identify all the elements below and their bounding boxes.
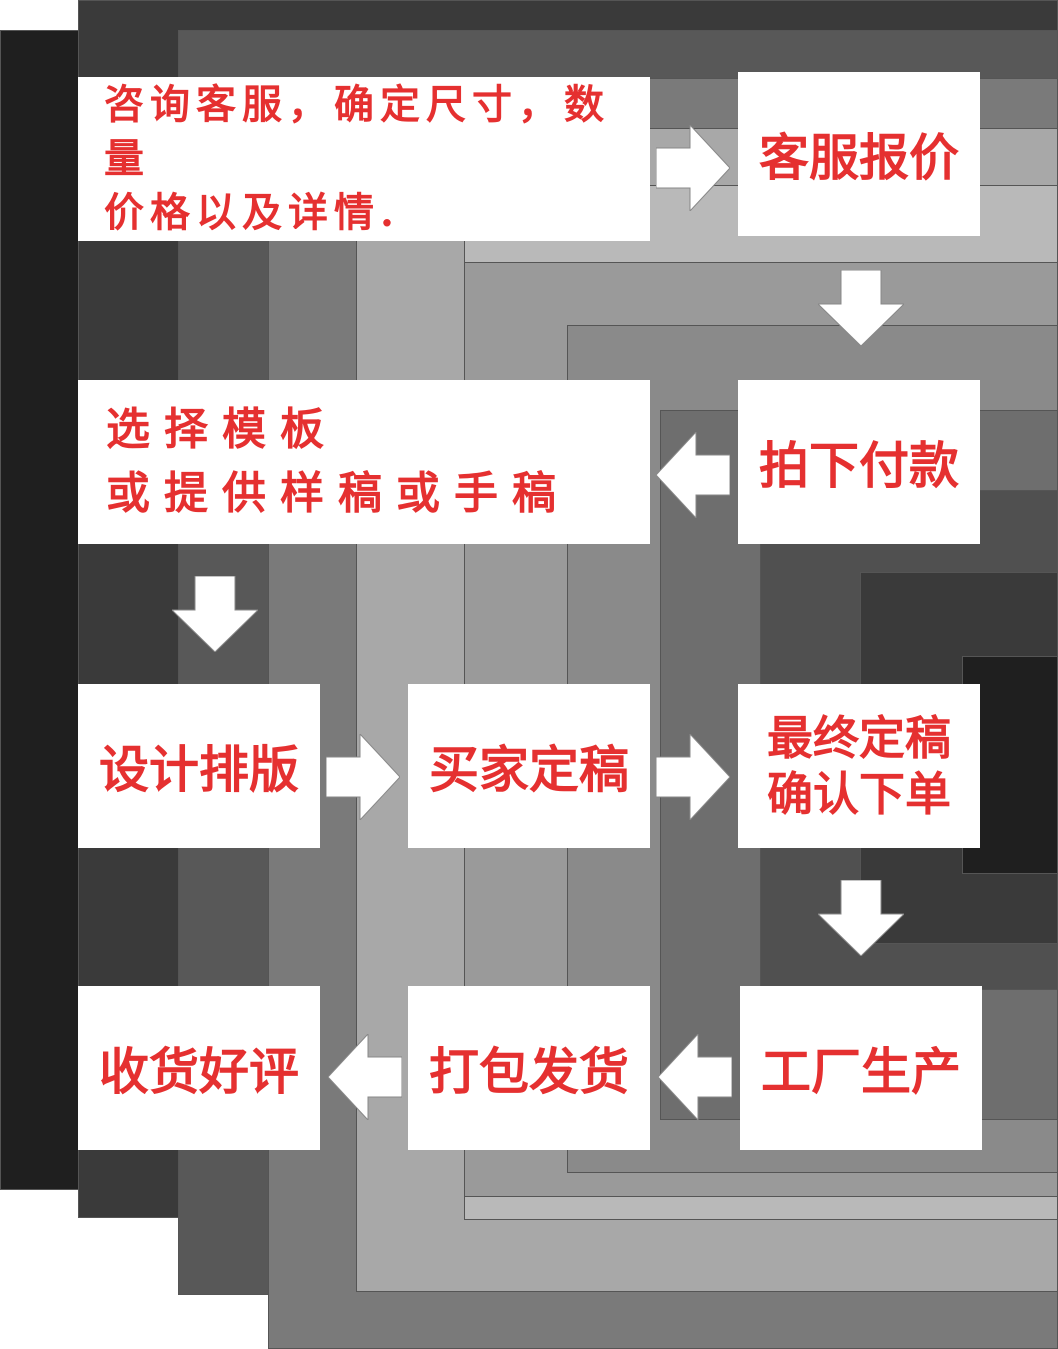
step-pay-box: 拍下付款 (738, 380, 980, 544)
arrow-down-icon (172, 576, 258, 652)
step-confirm-text: 买家定稿 (429, 740, 629, 799)
step-quote-text: 客服报价 (759, 128, 959, 187)
arrow-right-icon (656, 734, 730, 820)
step-ship-box: 打包发货 (408, 986, 650, 1150)
arrow-down-icon (818, 270, 904, 346)
step-template-box: 选择模板 或提供样稿或手稿 (78, 380, 650, 544)
step-final-box: 最终定稿 确认下单 (738, 684, 980, 848)
step-final-text: 最终定稿 确认下单 (767, 711, 951, 821)
step-produce-text: 工厂生产 (761, 1042, 961, 1101)
arrow-left-icon (328, 1034, 402, 1120)
step-confirm-box: 买家定稿 (408, 684, 650, 848)
step-produce-box: 工厂生产 (740, 986, 982, 1150)
step-quote-box: 客服报价 (738, 72, 980, 236)
step-review-box: 收货好评 (78, 986, 320, 1150)
arrow-down-icon (818, 880, 904, 956)
step-review-text: 收货好评 (99, 1042, 299, 1101)
arrow-left-icon (656, 432, 730, 518)
step-consult-box: 咨询客服，确定尺寸，数量 价格以及详情. (78, 77, 650, 241)
step-consult-text: 咨询客服，确定尺寸，数量 价格以及详情. (104, 81, 610, 236)
step-template-text: 选择模板 或提供样稿或手稿 (106, 404, 570, 519)
step-ship-text: 打包发货 (429, 1042, 629, 1101)
step-pay-text: 拍下付款 (759, 436, 959, 495)
arrow-right-icon (326, 734, 400, 820)
step-design-text: 设计排版 (99, 740, 299, 799)
step-design-box: 设计排版 (78, 684, 320, 848)
arrow-right-icon (656, 125, 730, 211)
arrow-left-icon (658, 1034, 732, 1120)
